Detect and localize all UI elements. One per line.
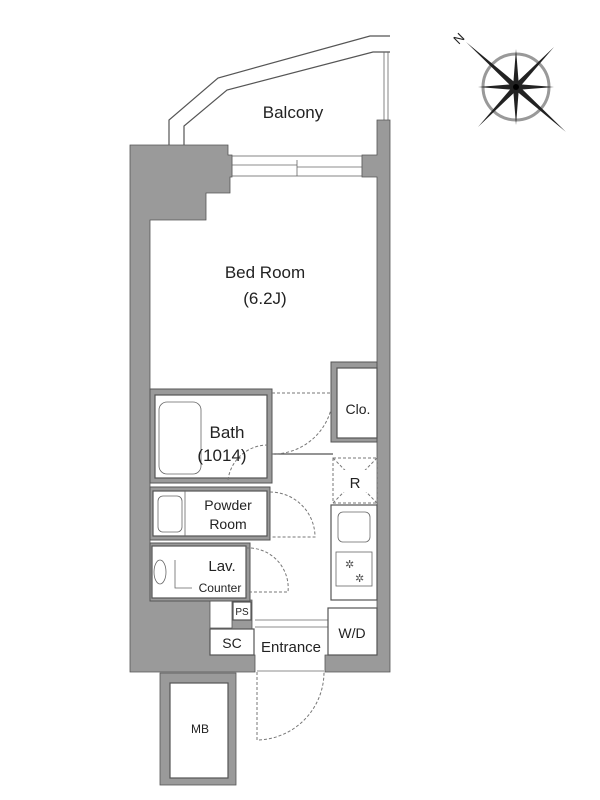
shoe-cabinet-label: SC (222, 635, 241, 651)
bedroom-size: (6.2J) (243, 289, 286, 308)
pipe-space-label: PS (235, 607, 249, 618)
bath-room (149, 388, 273, 484)
refrigerator (332, 457, 378, 504)
meter-box (169, 682, 229, 779)
compass-rose-icon (466, 42, 566, 132)
burner-icon: ✲ (355, 573, 364, 585)
counter-label: Counter (199, 581, 242, 595)
refrigerator-label: R (350, 475, 361, 492)
kitchen-counter: ✲ ✲ (330, 504, 378, 601)
closet-label: Clo. (346, 401, 371, 417)
meter-box-label: MB (191, 722, 209, 736)
bath-label: Bath (210, 423, 245, 442)
lavatory (149, 542, 289, 602)
washer-dryer (327, 607, 378, 656)
powder-room (149, 486, 316, 541)
compass-north-label: N (450, 30, 467, 47)
balcony-railing (168, 35, 390, 146)
pipe-space (232, 601, 252, 621)
balcony-label: Balcony (263, 103, 324, 122)
washer-dryer-label: W/D (338, 625, 365, 641)
entrance-door (256, 670, 325, 741)
door-swing (271, 392, 334, 455)
bath-size: (1014) (197, 446, 246, 465)
powder-room-label-2: Room (209, 516, 246, 532)
bedroom-label: Bed Room (225, 263, 305, 282)
shoe-cabinet (209, 628, 255, 656)
lav-label: Lav. (208, 558, 235, 575)
powder-room-label-1: Powder (204, 497, 252, 513)
closet (336, 367, 378, 439)
entrance-label: Entrance (261, 639, 321, 656)
bedroom-window (231, 155, 363, 177)
burner-icon: ✲ (345, 559, 354, 571)
